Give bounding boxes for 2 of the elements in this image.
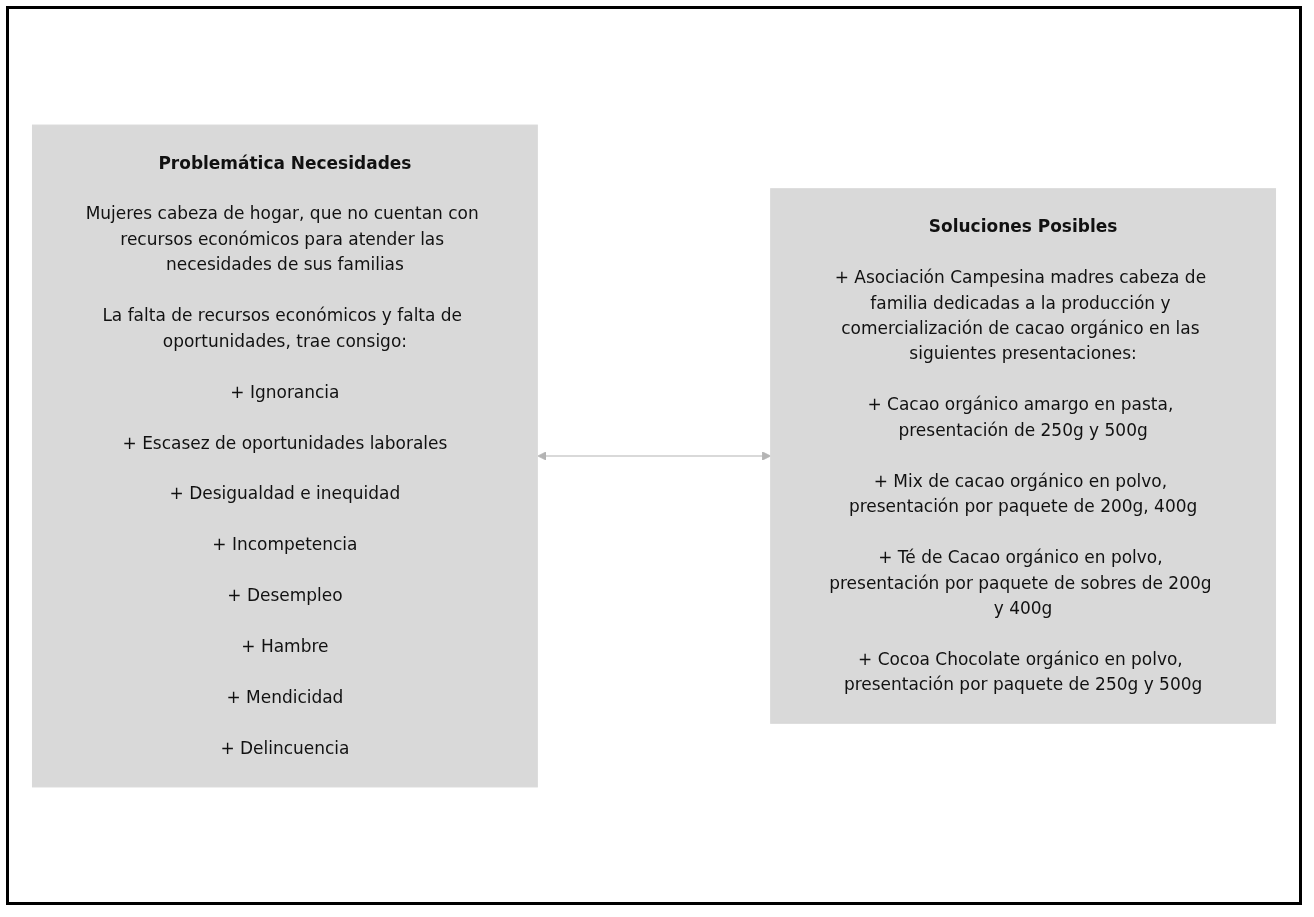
node-box: Problemática Necesidades Mujeres cabeza de hogar, que no cuentan con recursos económicos para atender las necesidades de sus familias La falta de recursos económicos y falta de oportunidades, trae consigo: + Ignorancia + Escasez de oportunidades laborales + Desigualdad e inequidad + Incompetencia + Desempleo + Hambre + Mendicidad + Delincuencia (31, 124, 538, 787)
node-box: Soluciones Posibles + Asociación Campesina madres cabeza de familia dedicadas a la producción y comercialización de cacao orgánico en las siguientes presentaciones: + Cacao orgánico amargo en pasta, presentación de 250g y 500g + Mix de cacao orgánico en polvo, presentación por paquete de 200g, 400g + Té de Cacao orgánico en polvo, presentación por paquete de sobres de 200g y 400g + Cocoa Chocolate orgánico en polvo, presentación por paquete de 250g y 500g (770, 187, 1277, 724)
